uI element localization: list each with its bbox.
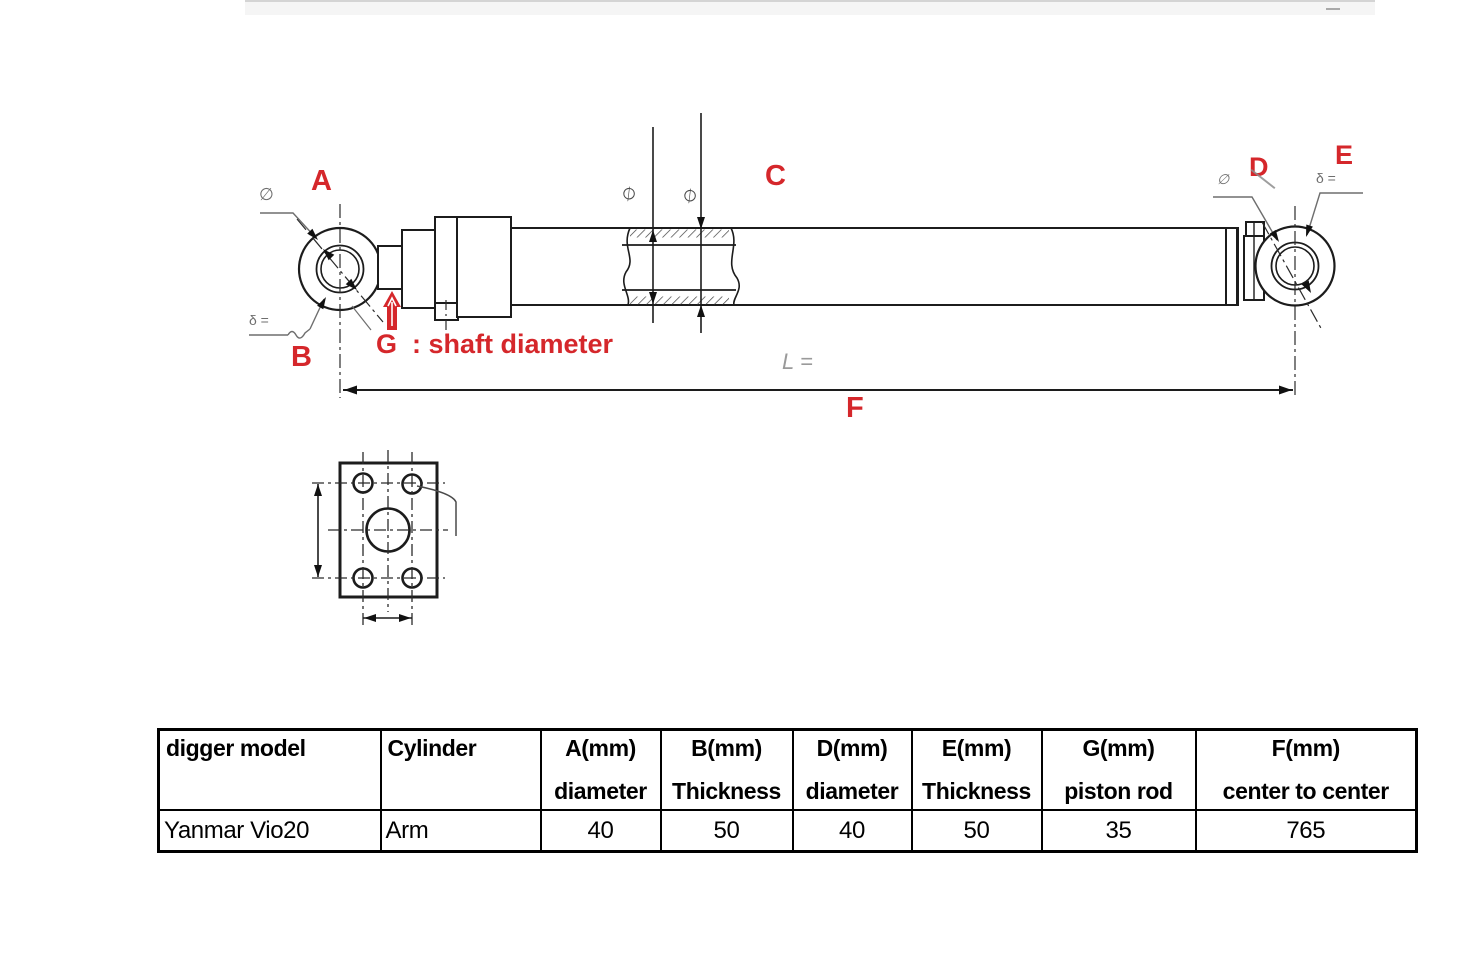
delta-symbol-left: δ = [249, 312, 269, 328]
phi-leader-left [260, 212, 317, 239]
dim-label-a: A [311, 165, 332, 197]
dim-label-e: E [1335, 140, 1354, 170]
cell-a: 40 [539, 809, 662, 853]
col-b-thickness: B(mm) Thickness [659, 728, 794, 811]
col-a-diameter: A(mm) diameter [539, 728, 662, 811]
cell-g: 35 [1040, 809, 1197, 853]
cylinder-tube [510, 227, 1239, 306]
delta-leader-right-arrow [1306, 224, 1313, 237]
col-label: G(mm) [1082, 735, 1155, 761]
eye-right-dim-arrows [1301, 280, 1311, 293]
col-e-thickness: E(mm) Thickness [910, 728, 1043, 811]
delta-symbol-right: δ = [1316, 170, 1336, 186]
spec-table: digger model Cylinder A(mm) diameter B(mm… [157, 728, 1418, 853]
col-sublabel: piston rod [1064, 778, 1173, 804]
col-label: F(mm) [1271, 735, 1341, 761]
col-sublabel: diameter [805, 778, 899, 804]
rod-eye-right [1254, 206, 1336, 398]
cell-b: 50 [659, 809, 794, 853]
phi-symbol-left: ∅ [259, 185, 274, 204]
phi-leader-left-arrow [307, 228, 318, 240]
tube-break-section [622, 227, 740, 306]
dim-label-f: F [846, 392, 864, 424]
cylinder-technical-drawing [249, 113, 1363, 625]
phi-leader-right [1213, 196, 1278, 241]
col-sublabel: Thickness [922, 778, 1031, 804]
col-label: B(mm) [691, 735, 762, 761]
phi-symbol-right: ∅ [1217, 171, 1230, 187]
rod-and-gland [377, 216, 512, 321]
strip-artifact [1326, 8, 1340, 10]
col-sublabel: Thickness [672, 778, 781, 804]
col-digger-model: digger model [157, 728, 382, 811]
col-label: D(mm) [816, 735, 888, 761]
dim-label-c: C [765, 160, 786, 192]
tube-dim-arrows [649, 217, 705, 317]
rod-eye-left [296, 204, 384, 398]
flange-dim-arrows [314, 484, 411, 622]
col-label: digger model [166, 735, 306, 761]
phi-leader-right-arrow [1269, 229, 1279, 242]
length-annotation: L = [782, 349, 813, 374]
col-cylinder: Cylinder [379, 728, 542, 811]
cell-d: 40 [791, 809, 913, 853]
col-sublabel: diameter [554, 778, 647, 804]
g-arrow [383, 291, 401, 330]
dim-label-b: B [291, 341, 312, 373]
f-dimension [343, 385, 1293, 395]
col-g-piston-rod: G(mm) piston rod [1040, 728, 1197, 811]
col-f-center-to-center: F(mm) center to center [1194, 728, 1418, 811]
cell-f: 765 [1194, 809, 1418, 853]
delta-leader-left-arrow [317, 297, 326, 310]
col-sublabel: center to center [1222, 778, 1390, 804]
flange-view [312, 450, 457, 625]
shaft-diameter-note: G : shaft diameter [376, 329, 614, 359]
delta-leader-right [1306, 192, 1363, 236]
cell-cylinder: Arm [379, 809, 542, 853]
browser-edge-strip [245, 0, 1375, 15]
col-label: A(mm) [565, 735, 636, 761]
cell-e: 50 [910, 809, 1043, 853]
col-label: E(mm) [941, 735, 1012, 761]
cell-digger-model: Yanmar Vio20 [157, 809, 382, 853]
spec-header-row: digger model Cylinder A(mm) diameter B(mm… [157, 728, 1418, 811]
col-label: Cylinder [387, 735, 477, 761]
col-d-diameter: D(mm) diameter [791, 728, 913, 811]
eye-left-dim-arrows [323, 249, 357, 290]
spec-data-row: Yanmar Vio20 Arm 40 50 40 50 35 765 [157, 809, 1418, 853]
